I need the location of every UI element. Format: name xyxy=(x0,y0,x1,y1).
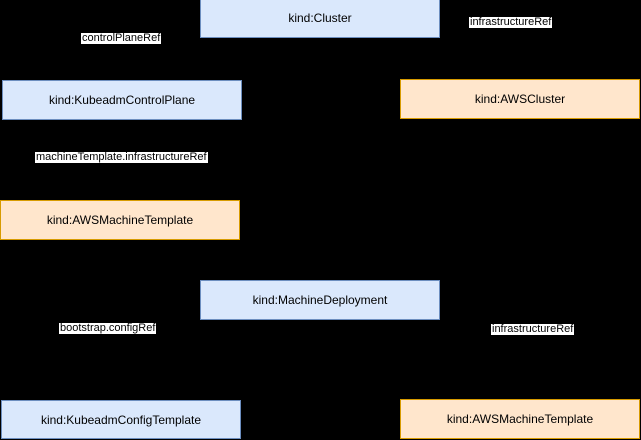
node-aws-machine-template-workers: kind:AWSMachineTemplate xyxy=(400,399,640,439)
node-aws-machine-template-workers-label: kind:AWSMachineTemplate xyxy=(446,412,594,426)
node-kubeadm-control-plane: kind:KubeadmControlPlane xyxy=(2,80,242,120)
edge-label-bootstrap-config-ref: bootstrap.configRef xyxy=(59,322,157,334)
edge-label-control-plane-ref: controlPlaneRef xyxy=(81,32,162,44)
node-kubeadm-control-plane-label: kind:KubeadmControlPlane xyxy=(48,93,196,107)
edge-label-infrastructure-ref-machine-deployment: infrastructureRef xyxy=(491,323,575,335)
node-aws-machine-template-control-plane-label: kind:AWSMachineTemplate xyxy=(46,213,194,227)
node-machine-deployment-label: kind:MachineDeployment xyxy=(252,293,388,307)
node-aws-machine-template-control-plane: kind:AWSMachineTemplate xyxy=(0,200,240,240)
node-aws-cluster-label: kind:AWSCluster xyxy=(474,92,566,106)
node-kubeadm-config-template: kind:KubeadmConfigTemplate xyxy=(1,400,241,439)
edge-label-machine-template-infrastructure-ref: machineTemplate.infrastructureRef xyxy=(35,151,208,163)
node-cluster-label: kind:Cluster xyxy=(288,11,352,25)
node-machine-deployment: kind:MachineDeployment xyxy=(200,280,440,320)
edge-label-infrastructure-ref-cluster: infrastructureRef xyxy=(469,16,553,28)
node-cluster: kind:Cluster xyxy=(200,0,440,38)
node-aws-cluster: kind:AWSCluster xyxy=(400,79,640,119)
node-kubeadm-config-template-label: kind:KubeadmConfigTemplate xyxy=(40,412,202,427)
